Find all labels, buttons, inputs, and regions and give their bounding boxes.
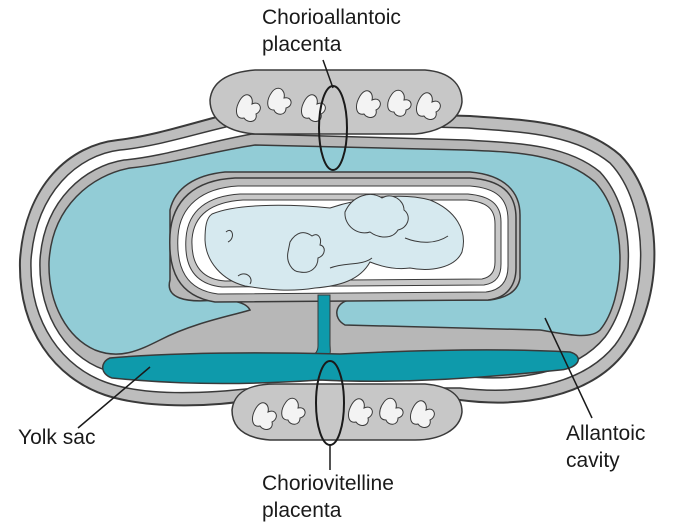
- chorioallantoic-placenta-label: Chorioallantoic placenta: [262, 4, 401, 58]
- allantoic-cavity-label-line2: cavity: [566, 447, 645, 474]
- choriovitelline-placenta-label: Choriovitelline placenta: [262, 470, 394, 524]
- choriovitelline-label-line2: placenta: [262, 497, 394, 524]
- allantoic-cavity-label: Allantoic cavity: [566, 420, 645, 474]
- chorioallantoic-label-line2: placenta: [262, 31, 401, 58]
- chorioallantoic-label-line1: Chorioallantoic: [262, 4, 401, 31]
- choriovitelline-label-line1: Choriovitelline: [262, 470, 394, 497]
- allantoic-cavity-label-line1: Allantoic: [566, 420, 645, 447]
- yolk-sac-label: Yolk sac: [18, 424, 95, 451]
- yolk-sac-label-text: Yolk sac: [18, 424, 95, 451]
